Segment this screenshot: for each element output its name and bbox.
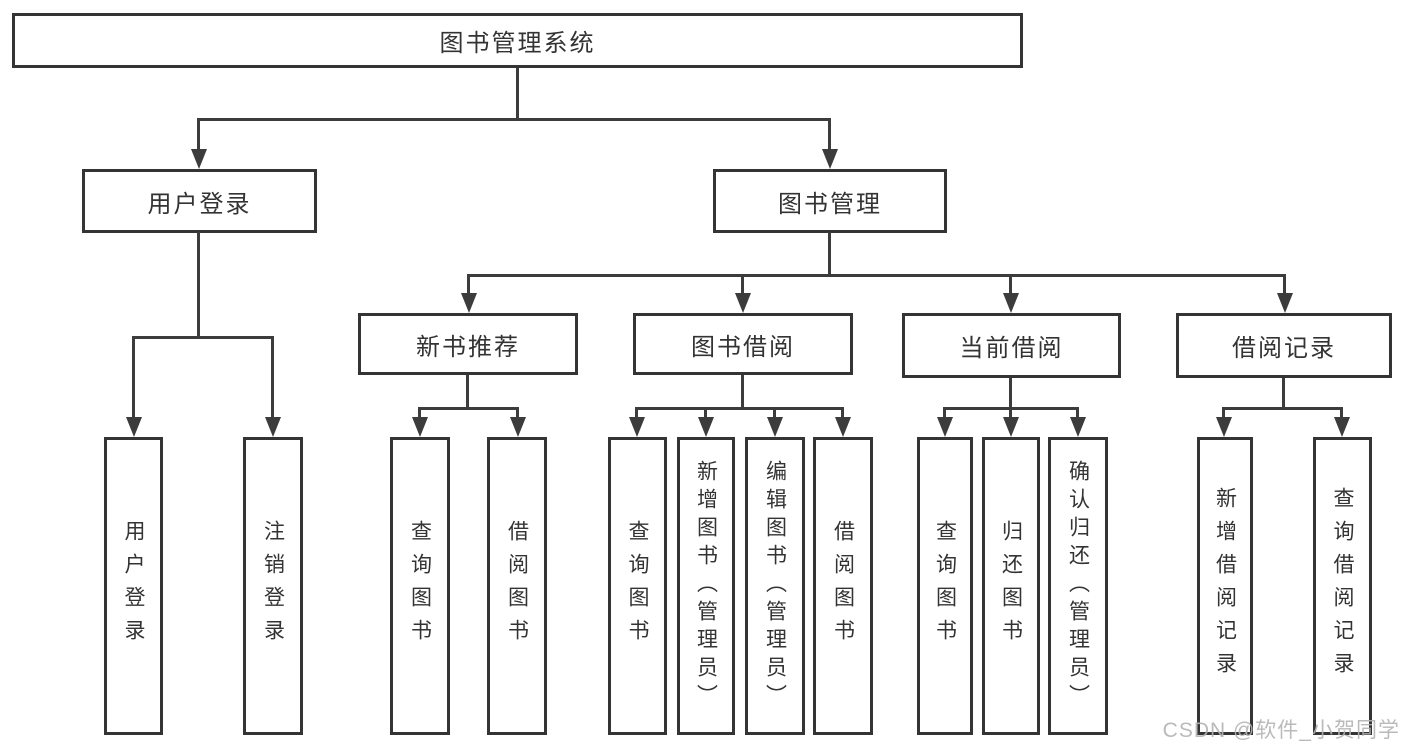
node-book-management: 图书管理 bbox=[713, 169, 947, 233]
leaf-label: 确认归还（管理员） bbox=[1066, 460, 1090, 712]
node-user-login: 用户登录 bbox=[82, 169, 317, 233]
leaf-query-borrow-record: 查询借阅记录 bbox=[1313, 437, 1372, 735]
arrow-down-icon bbox=[461, 293, 477, 313]
connector-leaf-stem bbox=[635, 407, 638, 417]
leaf-label: 编辑图书（管理员） bbox=[763, 460, 787, 712]
leaf-label: 查询图书 bbox=[408, 520, 432, 652]
leaf-label: 查询图书 bbox=[933, 520, 957, 652]
connector-root-bus bbox=[197, 118, 831, 121]
leaf-query-books: 查询图书 bbox=[917, 437, 973, 735]
connector-book-borrowing-down bbox=[741, 375, 744, 407]
connector-level2-bus bbox=[467, 274, 1286, 277]
connector-leaf-stem bbox=[1222, 407, 1225, 417]
connector-branch-stem bbox=[1009, 274, 1012, 293]
leaf-edit-books-admin: 编辑图书（管理员） bbox=[745, 437, 805, 735]
connector-leaf-stem bbox=[773, 407, 776, 417]
leaf-label: 查询图书 bbox=[626, 520, 649, 652]
node-book-borrowing: 图书借阅 bbox=[633, 313, 853, 375]
leaf-borrow-books: 借阅图书 bbox=[487, 437, 547, 735]
connector-leaf-stem bbox=[1076, 407, 1079, 417]
arrow-down-icon bbox=[1277, 293, 1293, 313]
leaf-query-books: 查询图书 bbox=[608, 437, 667, 735]
connector-book-management-stem bbox=[828, 118, 831, 150]
leaf-logout: 注销登录 bbox=[243, 437, 303, 735]
arrow-down-icon bbox=[1003, 417, 1019, 437]
connector-branch-stem bbox=[467, 274, 470, 293]
connector-new-book-rec-bus bbox=[418, 407, 519, 410]
arrow-down-icon bbox=[822, 149, 838, 169]
leaf-label: 借阅图书 bbox=[831, 520, 855, 652]
leaf-add-borrow-record: 新增借阅记录 bbox=[1197, 437, 1253, 735]
arrow-down-icon bbox=[412, 417, 428, 437]
arrow-down-icon bbox=[937, 417, 953, 437]
connector-borrowing-records-down bbox=[1282, 378, 1285, 407]
connector-book-management-down bbox=[828, 232, 831, 274]
node-label: 图书管理系统 bbox=[439, 30, 596, 57]
connector-root-stem bbox=[516, 68, 519, 118]
connector-user-login-down bbox=[197, 232, 200, 336]
connector-user-login-bus bbox=[132, 336, 274, 339]
leaf-label: 归还图书 bbox=[999, 520, 1023, 652]
node-label: 图书管理 bbox=[778, 190, 882, 218]
connector-leaf-stem bbox=[271, 336, 274, 417]
connector-borrowing-records-bus bbox=[1222, 407, 1343, 410]
leaf-confirm-return-admin: 确认归还（管理员） bbox=[1048, 437, 1108, 735]
connector-leaf-stem bbox=[132, 336, 135, 417]
leaf-label: 新增图书（管理员） bbox=[694, 460, 718, 712]
leaf-query-books: 查询图书 bbox=[390, 437, 450, 735]
arrow-down-icon bbox=[126, 417, 142, 437]
leaf-label: 查询借阅记录 bbox=[1331, 487, 1354, 685]
node-library-management-system: 图书管理系统 bbox=[12, 13, 1023, 68]
connector-branch-stem bbox=[741, 274, 744, 293]
leaf-user-login: 用户登录 bbox=[104, 437, 163, 735]
arrow-down-icon bbox=[265, 417, 281, 437]
arrow-down-icon bbox=[510, 417, 526, 437]
connector-leaf-stem bbox=[841, 407, 844, 417]
connector-new-book-rec-down bbox=[466, 375, 469, 407]
leaf-label: 借阅图书 bbox=[505, 520, 529, 652]
connector-leaf-stem bbox=[704, 407, 707, 417]
connector-leaf-stem bbox=[943, 407, 946, 417]
leaf-label: 新增借阅记录 bbox=[1213, 487, 1237, 685]
connector-book-borrowing-bus bbox=[635, 407, 844, 410]
arrow-down-icon bbox=[835, 417, 851, 437]
node-current-borrowing: 当前借阅 bbox=[902, 313, 1121, 378]
connector-current-borrowing-down bbox=[1009, 378, 1012, 407]
leaf-borrow-books: 借阅图书 bbox=[813, 437, 873, 735]
leaf-add-books-admin: 新增图书（管理员） bbox=[677, 437, 735, 735]
arrow-down-icon bbox=[767, 417, 783, 437]
arrow-down-icon bbox=[1216, 417, 1232, 437]
leaf-return-books: 归还图书 bbox=[982, 437, 1040, 735]
node-label: 当前借阅 bbox=[959, 335, 1064, 362]
arrow-down-icon bbox=[1334, 417, 1350, 437]
node-borrowing-records: 借阅记录 bbox=[1176, 313, 1392, 378]
connector-leaf-stem bbox=[1340, 407, 1343, 417]
leaf-label: 用户登录 bbox=[122, 520, 145, 652]
connector-leaf-stem bbox=[1009, 407, 1012, 417]
node-label: 新书推荐 bbox=[416, 333, 520, 361]
connector-branch-stem bbox=[1283, 274, 1286, 293]
arrow-down-icon bbox=[698, 417, 714, 437]
arrow-down-icon bbox=[629, 417, 645, 437]
node-label: 用户登录 bbox=[147, 190, 252, 218]
arrow-down-icon bbox=[735, 293, 751, 313]
arrow-down-icon bbox=[1070, 417, 1086, 437]
connector-user-login-stem bbox=[197, 118, 200, 150]
node-label: 图书借阅 bbox=[691, 333, 795, 361]
arrow-down-icon bbox=[1003, 293, 1019, 313]
arrow-down-icon bbox=[191, 149, 207, 169]
node-new-book-recommendation: 新书推荐 bbox=[358, 313, 578, 375]
connector-leaf-stem bbox=[516, 407, 519, 417]
leaf-label: 注销登录 bbox=[261, 520, 285, 652]
node-label: 借阅记录 bbox=[1232, 335, 1336, 362]
connector-leaf-stem bbox=[418, 407, 421, 417]
